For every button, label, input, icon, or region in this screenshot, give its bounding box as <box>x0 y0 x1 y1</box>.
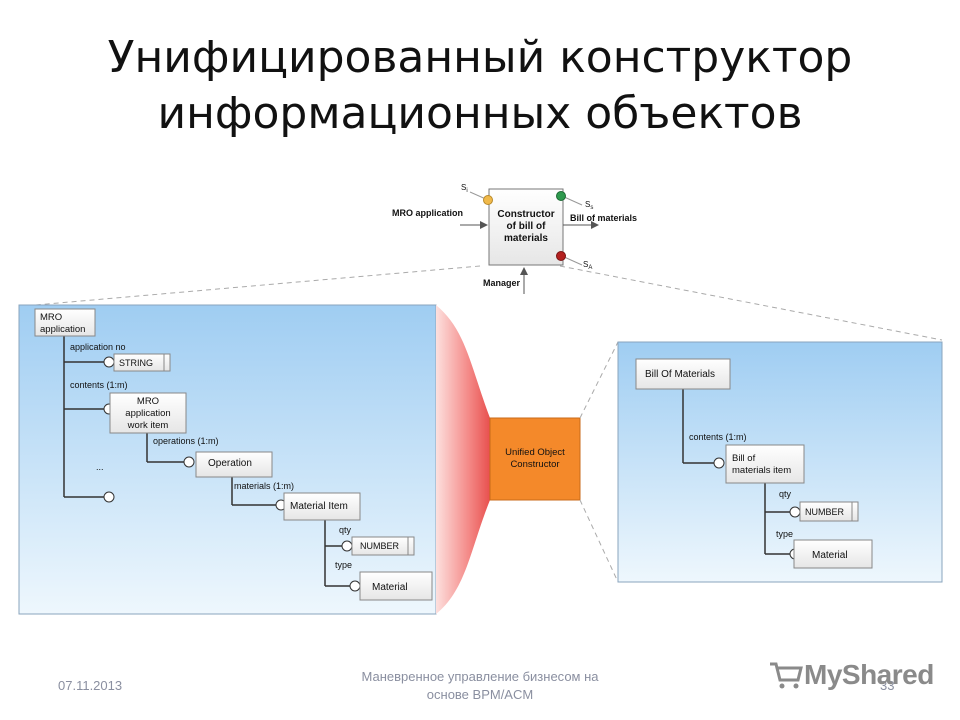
svg-text:Bill Of Materials: Bill Of Materials <box>645 369 715 380</box>
title-line-2: информационных объектов <box>157 88 803 139</box>
type-number-right <box>799 501 859 522</box>
svg-text:Material: Material <box>372 582 408 593</box>
node-work-item <box>109 392 187 434</box>
svg-text:materials item: materials item <box>732 465 791 476</box>
type-string <box>113 353 171 372</box>
constructor-label-3: materials <box>504 233 548 244</box>
dashed-connector-left <box>23 265 481 307</box>
svg-text:NUMBER: NUMBER <box>805 507 845 517</box>
attr-operations: operations (1:m) <box>153 436 219 446</box>
attr-type-right: type <box>776 529 793 539</box>
ss-indicator <box>556 191 566 201</box>
svg-text:application: application <box>125 408 170 419</box>
svg-text:application: application <box>40 324 85 335</box>
input-label: MRO application <box>392 208 463 218</box>
svg-text:Unified Object: Unified Object <box>505 447 565 458</box>
attr-materials: materials (1:m) <box>234 481 294 491</box>
top-process-block: Constructor of bill of materials MRO app… <box>392 183 637 294</box>
attr-application-no: application no <box>70 342 126 352</box>
svg-text:Bill of: Bill of <box>732 453 756 464</box>
center-box <box>489 417 581 501</box>
type-number <box>351 536 415 556</box>
node-bill-of-materials <box>635 358 731 390</box>
svg-text:Operation: Operation <box>208 458 252 469</box>
myshared-logo: MyShared <box>768 659 934 690</box>
title-line-1: Унифицированный конструктор <box>107 32 853 83</box>
svg-text:Material Item: Material Item <box>290 501 348 512</box>
svg-text:work item: work item <box>127 420 169 431</box>
logo-text: MyShared <box>804 659 934 690</box>
node-material <box>359 571 433 601</box>
svg-text:NUMBER: NUMBER <box>360 541 400 551</box>
dashed-connector-right <box>559 265 943 341</box>
svg-text:Material: Material <box>812 550 848 561</box>
output-label: Bill of materials <box>570 213 637 223</box>
ellipsis: ... <box>96 462 104 472</box>
sa-label: SA <box>583 260 592 271</box>
footer-date: 07.11.2013 <box>58 678 123 693</box>
unified-object-constructor: Unified Object Constructor <box>489 417 581 501</box>
footer-caption: Маневренное управление бизнесом на основ… <box>361 669 599 702</box>
constructor-label-1: Constructor <box>497 209 554 220</box>
svg-text:MRO: MRO <box>137 396 159 407</box>
left-tree-panel: MRO application application no STRING co… <box>18 304 437 615</box>
right-tree-panel: Bill Of Materials contents (1:m) Bill of… <box>617 341 943 583</box>
svg-text:Constructor: Constructor <box>510 459 559 470</box>
constructor-box <box>488 188 564 266</box>
attr-contents: contents (1:m) <box>70 380 128 390</box>
sa-indicator <box>556 251 566 261</box>
control-label: Manager <box>483 278 521 288</box>
constructor-label-2: of bill of <box>507 221 547 232</box>
funnel-shape <box>436 305 490 614</box>
attr-type: type <box>335 560 352 570</box>
si-label: Si <box>461 183 468 194</box>
ss-label: Ss <box>585 200 593 211</box>
node-operation <box>195 451 273 478</box>
svg-text:STRING: STRING <box>119 358 153 368</box>
attr-qty: qty <box>339 525 352 535</box>
attr-qty-right: qty <box>779 489 792 499</box>
si-indicator <box>483 195 493 205</box>
slide-title: Унифицированный конструктор информационн… <box>0 30 960 142</box>
page-number: 33 <box>880 678 895 693</box>
node-material-right <box>793 539 873 569</box>
node-bom-item <box>725 444 805 484</box>
svg-text:MRO: MRO <box>40 312 62 323</box>
node-material-item <box>283 492 361 521</box>
cart-icon <box>770 662 803 689</box>
node-mro-application <box>34 308 96 337</box>
attr-contents-right: contents (1:m) <box>689 432 747 442</box>
